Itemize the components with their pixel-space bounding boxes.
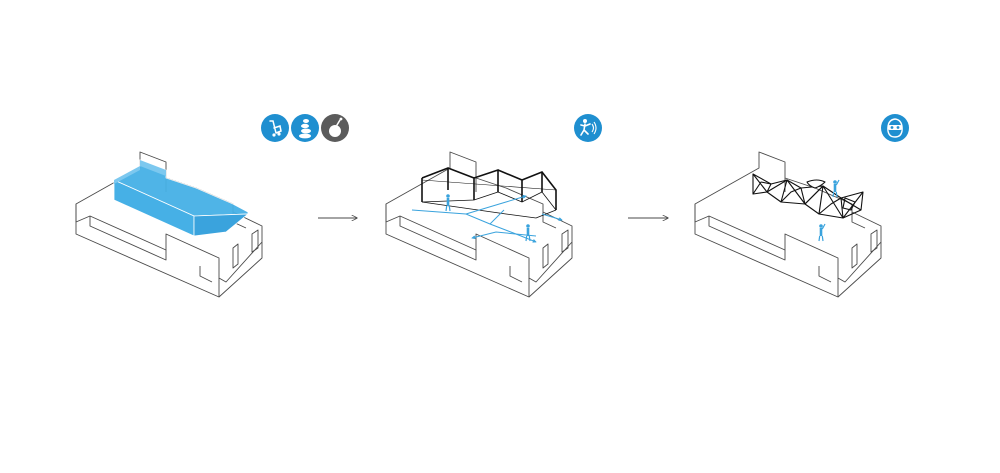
stage-2-room <box>385 151 573 298</box>
person-figure <box>525 224 531 242</box>
bomb-icon <box>321 114 349 142</box>
triangulated-mesh <box>752 173 864 219</box>
person-figure <box>818 223 826 242</box>
head-with-goggles-icon <box>881 114 909 142</box>
person-figure <box>832 179 840 198</box>
wall-partitions <box>421 167 557 219</box>
stage-1-room <box>75 151 263 298</box>
blue-volume <box>113 159 250 237</box>
stacked-stones-icon <box>291 114 319 142</box>
person-running-icon <box>574 114 602 142</box>
stage-3-room <box>694 151 882 298</box>
person-figure <box>445 194 451 212</box>
circulation-paths <box>411 195 563 243</box>
trolley-icon <box>261 114 289 142</box>
